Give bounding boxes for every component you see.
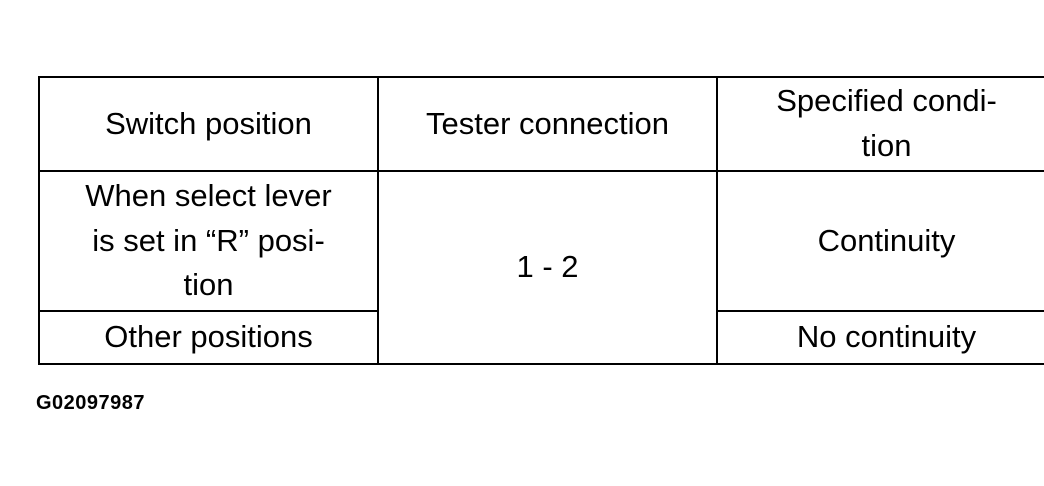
specification-table: Switch position Tester connection Specif… <box>38 76 1044 365</box>
cell-specified-condition: No continuity <box>716 310 1044 365</box>
header-switch-position: Switch position <box>38 76 379 172</box>
header-specified-condition: Specified condi-tion <box>716 76 1044 172</box>
cell-specified-condition-text: No continuity <box>796 319 977 355</box>
header-tester-connection-text: Tester connection <box>426 105 669 141</box>
cell-tester-connection-text: 1 - 2 <box>516 249 579 285</box>
header-specified-condition-text: Specified condi-tion <box>776 83 997 163</box>
header-switch-position-text: Switch position <box>105 105 312 141</box>
figure-id: G02097987 <box>36 392 146 414</box>
table-header-row: Switch position Tester connection Specif… <box>38 76 1044 172</box>
table-row: Other positions No continuity <box>38 310 1044 365</box>
header-tester-connection: Tester connection <box>377 76 718 172</box>
cell-specified-condition-text: Continuity <box>817 222 956 258</box>
cell-switch-position: Other positions <box>38 310 379 365</box>
cell-specified-condition: Continuity <box>716 170 1044 312</box>
cell-tester-connection: 1 - 2 <box>377 170 718 365</box>
cell-switch-position-text: Other positions <box>104 319 313 355</box>
